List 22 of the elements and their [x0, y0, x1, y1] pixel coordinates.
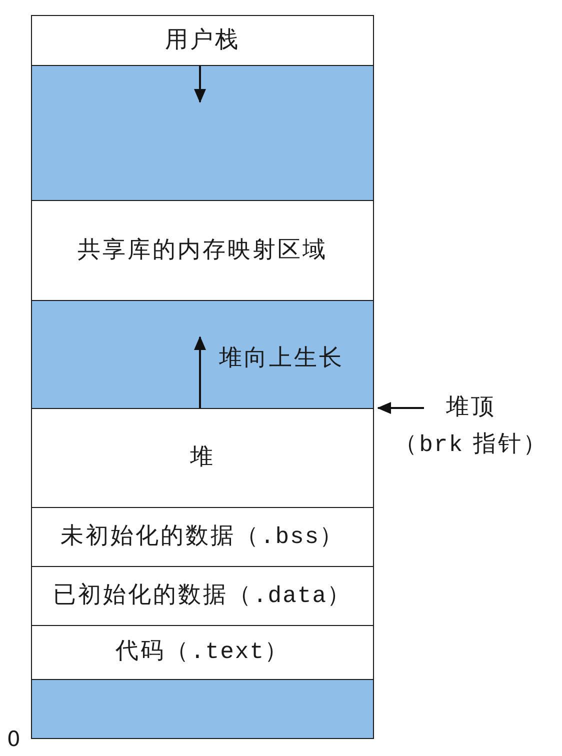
segment-label: 未初始化的数据（.bss）	[60, 522, 345, 552]
free-memory-band	[31, 679, 374, 739]
memory-segment	[31, 200, 374, 301]
segment-label: 共享库的内存映射区域	[78, 236, 328, 264]
memory-segment	[31, 566, 374, 626]
pointer-label: 堆顶	[446, 394, 496, 422]
pointer-label: （brk 指针）	[394, 431, 548, 460]
pointer-arrow	[377, 402, 424, 414]
segment-label: 用户栈	[165, 26, 240, 54]
memory-segment	[31, 507, 374, 567]
segment-label: 已初始化的数据（.data）	[52, 582, 352, 610]
growth-arrow	[194, 66, 206, 103]
growth-label: 堆向上生长	[219, 345, 344, 373]
address-label: 0	[7, 729, 20, 750]
segment-label: 堆	[190, 444, 215, 472]
segment-label: 代码（.text）	[115, 638, 290, 667]
growth-arrow	[194, 336, 206, 408]
free-memory-band	[31, 300, 374, 409]
memory-segment	[31, 15, 374, 66]
memory-segment	[31, 408, 374, 508]
memory-segment	[31, 625, 374, 680]
free-memory-band	[31, 65, 374, 201]
